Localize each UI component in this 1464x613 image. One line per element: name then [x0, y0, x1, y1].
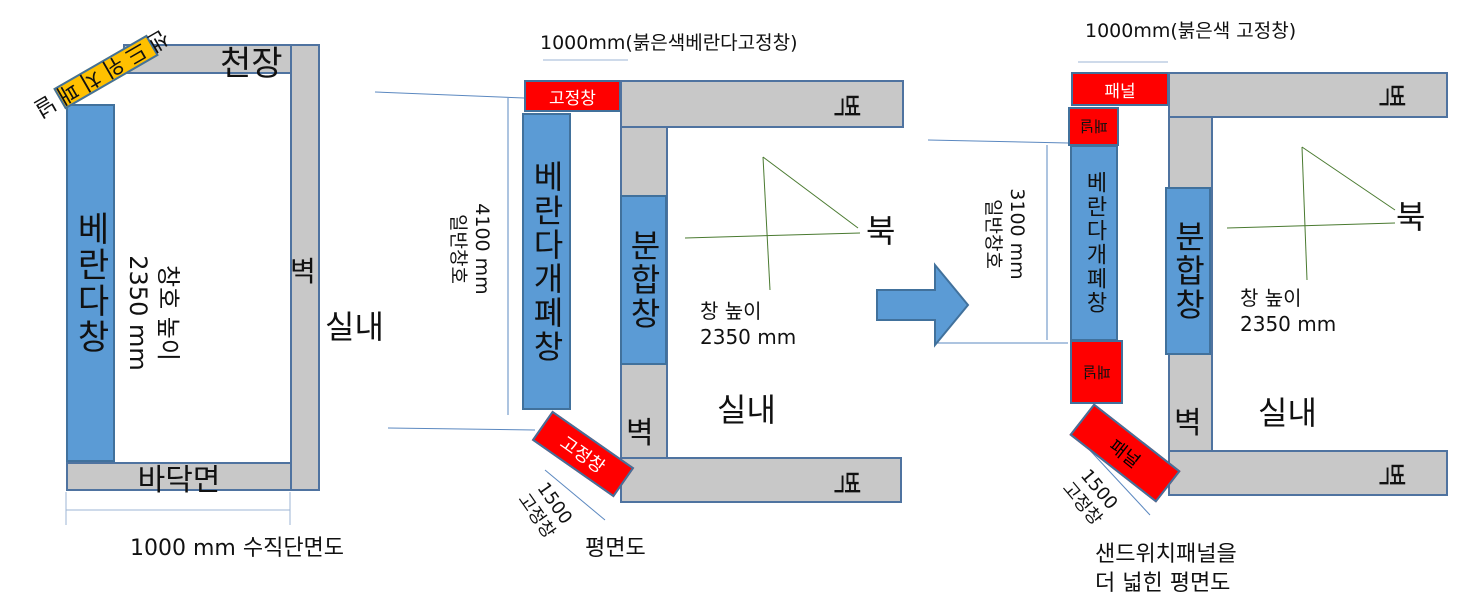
indoor-label: 실내 — [717, 391, 776, 429]
balcony-operable-window: 베란다개폐창 — [522, 113, 571, 410]
height-annotation: 창 높이 2350 mm — [1240, 285, 1336, 337]
height-label: 창호 높이 — [154, 265, 182, 361]
indoor-label: 실내 — [1258, 394, 1317, 432]
split-window-label: 분합창 — [1169, 220, 1207, 322]
panel-small-bottom: 패널 — [1070, 340, 1123, 404]
leader-line — [374, 91, 525, 99]
north-line — [1301, 146, 1396, 211]
north-line — [684, 232, 861, 239]
balcony-window-label: 베란다개폐창 — [1082, 171, 1107, 315]
panel-small-top: 패널 — [1068, 107, 1119, 146]
wall-bottom — [620, 457, 902, 503]
caption-line-2: 더 넓힌 평면도 — [1095, 571, 1231, 596]
north-line — [1301, 146, 1308, 281]
north-line — [762, 156, 859, 229]
dimension-annotation: 4100 mm 일반창호 — [446, 194, 494, 304]
height-annotation: 창호 높이 2350 mm — [123, 248, 183, 378]
window-label: 베란다창 — [70, 211, 110, 355]
balcony-window: 베란다창 — [66, 104, 115, 462]
wall-bottom — [1168, 450, 1448, 496]
wall-top — [620, 80, 904, 128]
panel-bottom-label: 패널 — [1104, 435, 1144, 473]
widened-plan-caption: 샌드위치패널을 더 넓힌 평면도 — [1095, 540, 1237, 598]
wall-top — [1168, 72, 1448, 118]
leader-line — [927, 139, 1069, 144]
panel-top-label: 패널 — [1104, 81, 1136, 102]
panel-small-bottom-label: 패널 — [1082, 362, 1111, 381]
panel-small-top-label: 패널 — [1079, 117, 1108, 135]
north-line — [762, 156, 771, 291]
top-note: 1000mm(붉은색 고정창) — [1085, 20, 1297, 42]
arrow-right-icon — [876, 262, 970, 348]
height-value: 2350 mm — [124, 255, 152, 371]
north-label: 북 — [1396, 198, 1426, 236]
dim-label: 일반창호 — [447, 214, 469, 284]
wall-label: 벽 — [290, 255, 316, 288]
wall-bottom-label: 벽 — [1374, 462, 1408, 488]
height-value: 2350 mm — [1240, 312, 1337, 336]
dimension-annotation: 3100 mm 일반창호 — [981, 179, 1029, 289]
wall-mid-label: 벽 — [1174, 406, 1202, 441]
wall-top-label: 벽 — [829, 93, 863, 119]
fixed-top-label: 고정창 — [549, 88, 596, 109]
ceiling-label: 천장 — [220, 44, 283, 84]
balcony-operable-window: 베란다개폐창 — [1070, 145, 1118, 341]
dim-value: 4100 mm — [471, 203, 493, 295]
split-window: 분합창 — [1165, 187, 1211, 355]
leader-line — [387, 427, 536, 431]
section-caption: 1000 mm 수직단면도 — [130, 536, 345, 561]
wall-top-label: 벽 — [1374, 83, 1408, 109]
height-value: 2350 mm — [700, 325, 797, 349]
indoor-label: 실내 — [325, 308, 384, 346]
split-window-label: 분합창 — [624, 229, 663, 331]
north-line — [1226, 222, 1396, 229]
height-annotation: 창 높이 2350 mm — [700, 298, 796, 350]
split-window: 분합창 — [620, 195, 667, 365]
dim-label: 일반창호 — [982, 199, 1004, 269]
top-note: 1000mm(붉은색베란다고정창) — [540, 32, 798, 54]
north-label: 북 — [866, 212, 896, 250]
wall-bottom-label: 벽 — [829, 470, 863, 496]
floor-label: 바닥면 — [137, 462, 221, 498]
balcony-window-label: 베란다개폐창 — [527, 159, 566, 364]
wall-mid-label: 벽 — [626, 416, 654, 451]
fixed-window-top: 고정창 — [524, 80, 621, 112]
panel-top: 패널 — [1071, 72, 1169, 106]
caption-line-1: 샌드위치패널을 — [1095, 542, 1237, 567]
dimension-line — [1084, 444, 1151, 516]
wall-bar — [290, 44, 320, 491]
height-label: 창 높이 — [700, 299, 762, 323]
plan-caption: 평면도 — [585, 536, 646, 561]
floor-bar: 바닥면 — [66, 462, 292, 498]
height-label: 창 높이 — [1240, 286, 1302, 310]
dimension-line — [544, 469, 606, 521]
dim-value: 3100 mm — [1006, 188, 1028, 280]
